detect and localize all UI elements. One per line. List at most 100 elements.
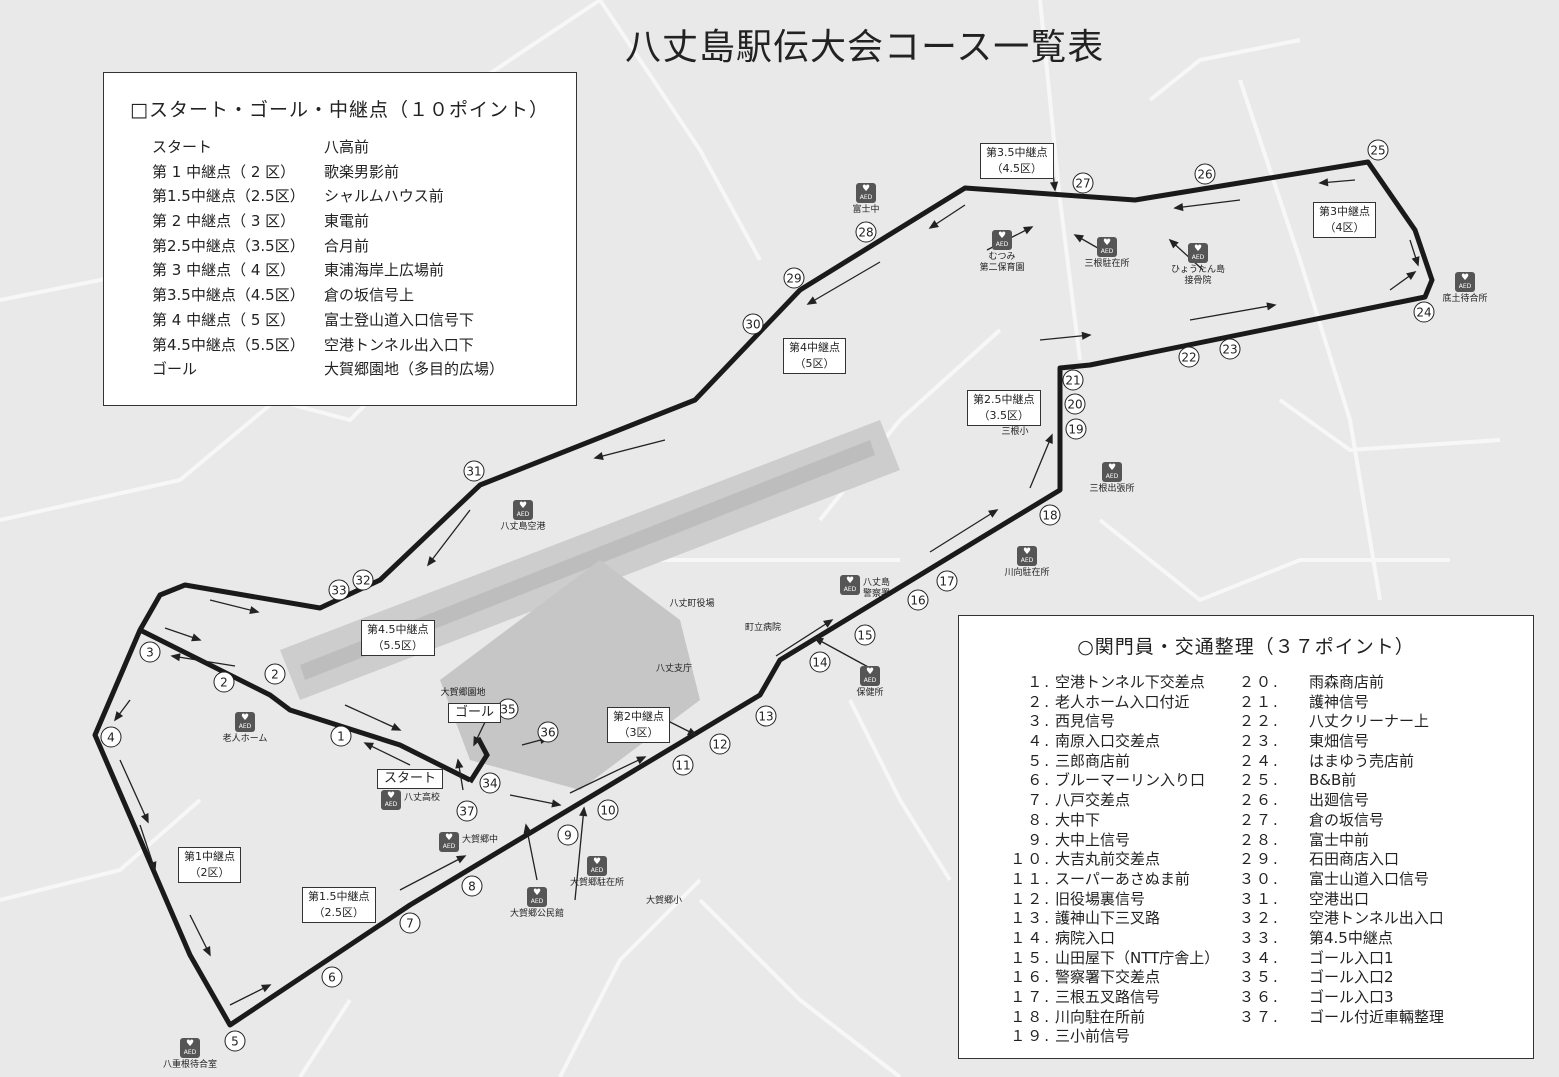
aed-icon: ♥AED xyxy=(1188,243,1208,263)
point-marker: 33 xyxy=(328,579,350,601)
marshal-legend-item: ３０.富士山道入口信号 xyxy=(1239,868,1519,888)
marshal-point-name: ゴール入口1 xyxy=(1309,948,1394,967)
point-marker: 17 xyxy=(936,570,958,592)
direction-arrow xyxy=(364,742,411,766)
aed-icon: ♥AED xyxy=(856,183,876,203)
aed-place-label: むつみ 第二保育園 xyxy=(979,252,1025,273)
arrow-head-icon xyxy=(455,855,467,864)
relay-box-section: （5.5区） xyxy=(372,639,424,652)
point-marker: 2 xyxy=(264,663,286,685)
aed-place-label: 川向駐在所 xyxy=(1004,568,1050,578)
relay-box-title: 第1.5中継点 xyxy=(308,890,370,903)
aed-text: AED xyxy=(590,867,604,874)
aed-icon: ♥AED xyxy=(860,666,880,686)
relay-box-section: （5区） xyxy=(794,357,835,370)
aed-icon: ♥AED xyxy=(840,575,860,595)
marshal-legend-item: ６.ブルーマーリン入り口 xyxy=(959,769,1239,789)
direction-arrow xyxy=(594,439,666,459)
arrow-head-icon xyxy=(635,756,647,765)
aed-place-label: 大賀郷公民館 xyxy=(509,909,565,919)
arrow-head-icon xyxy=(140,813,149,824)
road xyxy=(1238,79,1382,601)
point-marker: 8 xyxy=(461,875,483,897)
marshal-legend-item: ９.大中上信号 xyxy=(959,829,1239,849)
aed-icon: ♥AED xyxy=(1017,546,1037,566)
marshal-legend-item: ２８.富士中前 xyxy=(1239,829,1519,849)
aed-text: AED xyxy=(1105,473,1119,480)
relay-box-section: （2区） xyxy=(189,866,230,879)
arrow-head-icon xyxy=(1318,178,1329,187)
road xyxy=(0,378,302,522)
heart-icon: ♥ xyxy=(592,857,602,867)
heart-icon: ♥ xyxy=(1460,273,1470,283)
marshal-point-number: ２５. xyxy=(1239,771,1280,790)
point-marker: 5 xyxy=(224,1030,246,1052)
arrow-head-icon xyxy=(813,637,825,646)
arrow-head-icon xyxy=(249,606,260,615)
relay-point-place: 大賀郷園地（多目的広場） xyxy=(324,360,505,379)
road xyxy=(1098,518,1450,603)
relay-box-title: 第2中継点 xyxy=(613,710,664,723)
relay-point-place: 合月前 xyxy=(324,236,370,255)
marshal-point-name: 山田屋下（NTT庁舎上） xyxy=(1055,948,1220,967)
aed-place-label: 富士中 xyxy=(852,205,880,215)
marshal-point-name: 西見信号 xyxy=(1055,712,1116,731)
point-marker: 27 xyxy=(1072,172,1094,194)
aed-text: AED xyxy=(183,1049,197,1056)
arrow-head-icon xyxy=(1173,202,1184,212)
point-marker: 1 xyxy=(330,725,352,747)
marshal-point-name: 倉の坂信号 xyxy=(1309,810,1385,829)
marshal-point-number: ７. xyxy=(1027,791,1051,810)
relay-point-name: スタート xyxy=(152,138,213,156)
marshal-point-number: ３５. xyxy=(1239,968,1280,987)
point-marker: 3 xyxy=(139,641,161,663)
point-marker: 25 xyxy=(1367,139,1389,161)
marshal-point-number: ２６. xyxy=(1239,791,1280,810)
marshal-point-number: ６. xyxy=(1027,771,1051,790)
marshal-point-name: 空港出口 xyxy=(1309,889,1370,908)
arrow-head-icon xyxy=(1073,234,1084,243)
marshal-legend-item: １７.三根五叉路信号 xyxy=(959,986,1239,1006)
arrow-head-icon xyxy=(202,945,211,957)
relay-point-place: 八高前 xyxy=(324,138,370,156)
marshal-legend-item: ３２.空港トンネル出入口 xyxy=(1239,907,1519,927)
point-marker: 11 xyxy=(672,754,694,776)
marshal-legend-item: １５.山田屋下（NTT庁舎上） xyxy=(959,947,1239,967)
marshal-point-name: 警察署下交差点 xyxy=(1055,968,1161,987)
aed-text: AED xyxy=(843,586,857,593)
heart-icon: ♥ xyxy=(1107,463,1117,473)
course-route xyxy=(92,159,1435,1028)
marshal-point-name: 東畑信号 xyxy=(1309,732,1370,751)
arrow-head-icon xyxy=(551,799,562,808)
marshal-point-name: B&B前 xyxy=(1309,771,1357,790)
marshal-point-number: ２. xyxy=(1027,692,1051,711)
relay-box-section: （4区） xyxy=(1324,221,1365,234)
heart-icon: ♥ xyxy=(386,791,396,801)
aed-icon: ♥AED xyxy=(527,887,547,907)
relay-legend-row: 第2.5中継点（3.5区）合月前 xyxy=(130,235,576,260)
aed-icon: ♥AED xyxy=(587,856,607,876)
marshal-point-number: ２８. xyxy=(1239,830,1280,849)
marshal-point-name: 病院入口 xyxy=(1055,928,1116,947)
arrow-head-icon xyxy=(391,722,402,731)
relay-point-name: 第1.5中継点（2.5区） xyxy=(152,187,305,206)
point-marker: 32 xyxy=(352,569,374,591)
point-marker: 21 xyxy=(1062,369,1084,391)
relay-legend-row: 第3.5中継点（4.5区）倉の坂信号上 xyxy=(130,284,576,309)
marshal-legend-item: ８.大中下 xyxy=(959,809,1239,829)
road xyxy=(598,0,762,261)
marshal-point-name: ゴール入口3 xyxy=(1309,988,1394,1006)
place-label: 八丈支庁 xyxy=(655,664,693,674)
point-marker: 29 xyxy=(783,267,805,289)
point-marker: 13 xyxy=(755,705,777,727)
goal-route xyxy=(467,736,490,784)
place-label: 八丈町役場 xyxy=(669,599,715,609)
marshal-point-number: １２. xyxy=(1010,889,1051,908)
relay-legend-row: 第 1 中継点（ 2 区）歌楽男影前 xyxy=(130,161,576,186)
marshal-point-name: 大中上信号 xyxy=(1055,830,1131,849)
marshal-point-number: １７. xyxy=(1010,988,1051,1006)
point-marker: 23 xyxy=(1219,338,1241,360)
relay-point-box: 第4.5中継点（5.5区） xyxy=(361,620,435,656)
heart-icon: ♥ xyxy=(185,1039,195,1049)
arrow-head-icon xyxy=(1411,256,1420,267)
